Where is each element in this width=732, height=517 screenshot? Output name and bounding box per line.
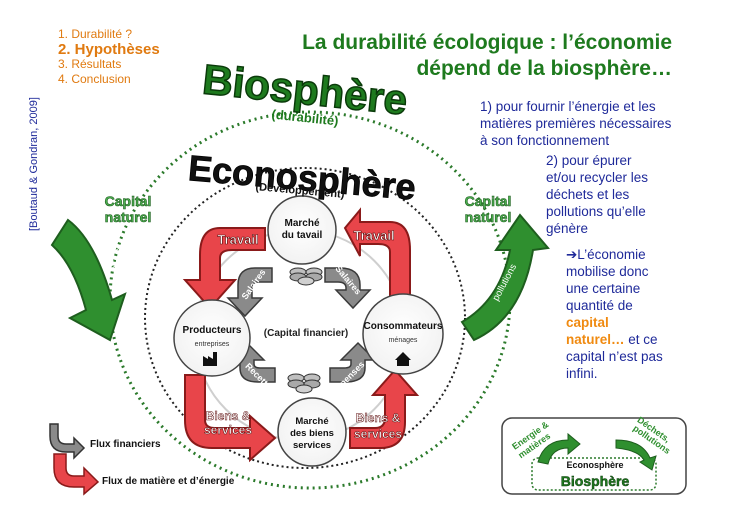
salaires-arrow-right xyxy=(324,267,372,310)
capital-naturel-label: naturel xyxy=(105,209,152,225)
factory-icon xyxy=(203,352,217,366)
section-nav: 1. Durabilité ? 2. Hypothèses 3. Résulta… xyxy=(58,27,160,87)
legend-flux-matiere: Flux de matière et d’énergie xyxy=(102,476,235,487)
legend-financial-arrow-icon xyxy=(49,423,86,460)
nav-item-hypotheses[interactable]: 2. Hypothèses xyxy=(58,41,160,58)
mini-green-arrow-right xyxy=(615,439,657,471)
point-2-line: pollutions qu’elle xyxy=(546,204,646,219)
point-1: 1) pour fournir l’énergie et les matière… xyxy=(480,98,671,149)
point-3-line: capital n’est pas xyxy=(566,349,663,364)
slide-title: La durabilité écologique : l’économie dé… xyxy=(302,30,672,82)
capital-naturel-highlight: capital xyxy=(566,315,609,330)
point-3-line: mobilise donc xyxy=(566,264,649,279)
point-3-line: infini. xyxy=(566,366,598,381)
salaires-arrow-left xyxy=(226,267,273,318)
node-sublabel: ménages xyxy=(389,337,418,344)
point-1-line: à son fonctionnement xyxy=(480,133,610,148)
point-3-line: une certaine xyxy=(566,281,641,296)
mini-biosphere-label: Biosphère xyxy=(561,473,630,489)
legend-material-arrow-icon xyxy=(53,453,100,496)
biens-services-label: services xyxy=(204,423,252,437)
travail-label: Travail xyxy=(353,228,394,243)
biens-arrow-right xyxy=(349,368,420,449)
title-line-2: dépend de la biosphère… xyxy=(416,57,672,80)
title-line-1: La durabilité écologique : l’économie xyxy=(302,31,672,54)
point-2: 2) pour épurer et/ou recycler les déchet… xyxy=(546,152,648,237)
node-label: Marché xyxy=(295,416,328,427)
point-3: ➔L’économie mobilise donc une certaine q… xyxy=(566,246,663,382)
node-marche-travail[interactable]: Marché du tavail xyxy=(267,195,337,265)
node-label: du tavail xyxy=(282,230,323,241)
point-2-line: déchets et les xyxy=(546,187,630,202)
node-sublabel: entreprises xyxy=(195,341,230,348)
capital-naturel-label: naturel xyxy=(465,209,512,225)
biens-services-label: Biens & xyxy=(206,409,251,423)
travail-label: Travail xyxy=(217,232,258,247)
biens-arrow-left xyxy=(184,374,277,463)
travail-arrow-left xyxy=(182,227,266,310)
point-3-line: quantité de xyxy=(566,298,633,313)
node-producteurs[interactable]: Producteurs entreprises xyxy=(173,299,251,377)
point-3-line: ➔L’économie xyxy=(566,247,646,262)
legend: Flux financiers Flux de matière et d’éne… xyxy=(49,423,235,496)
capital-naturel-highlight: naturel… xyxy=(566,332,625,347)
capital-financier-label: (Capital financier) xyxy=(264,328,348,339)
house-icon xyxy=(395,352,411,366)
nav-item-resultats[interactable]: 3. Résultats xyxy=(58,57,122,71)
capital-naturel-label: Capital xyxy=(465,193,512,209)
point-2-line: 2) pour épurer xyxy=(546,153,632,168)
biens-services-label: Biens & xyxy=(356,411,401,425)
point-1-line: matières premières nécessaires xyxy=(480,116,672,131)
point-2-line: génère xyxy=(546,221,589,236)
coins-icon xyxy=(287,373,321,394)
node-label: Marché xyxy=(284,218,319,229)
biens-services-label: services xyxy=(354,427,402,441)
mini-green-arrow-left xyxy=(537,432,581,465)
node-label: services xyxy=(293,440,331,451)
node-label: Producteurs xyxy=(183,325,242,336)
node-marche-biens[interactable]: Marché des biens services xyxy=(277,397,347,467)
node-consommateurs[interactable]: Consommateurs ménages xyxy=(362,293,444,375)
node-label: des biens xyxy=(290,428,334,439)
econosphere-ring xyxy=(144,167,466,469)
biosphere-subtitle: (durabilité) xyxy=(271,107,339,129)
legend-flux-financiers: Flux financiers xyxy=(90,439,161,450)
nav-item-conclusion[interactable]: 4. Conclusion xyxy=(58,72,131,86)
nav-item-durabilite[interactable]: 1. Durabilité ? xyxy=(58,27,133,41)
mini-diagram: Energie & matières Déchets, pollutions E… xyxy=(501,415,687,495)
point-1-line: 1) pour fournir l’énergie et les xyxy=(480,99,656,114)
coins-icon xyxy=(289,267,323,286)
mini-econosphere-label: Econosphère xyxy=(566,460,623,470)
depenses-arrow xyxy=(329,341,377,383)
point-3-line: et ce xyxy=(628,332,658,347)
capital-naturel-label: Capital xyxy=(105,193,152,209)
point-2-line: et/ou recycler les xyxy=(546,170,649,185)
green-arrow-left xyxy=(50,218,127,342)
node-label: Consommateurs xyxy=(364,321,443,332)
green-arrow-right xyxy=(460,213,550,342)
